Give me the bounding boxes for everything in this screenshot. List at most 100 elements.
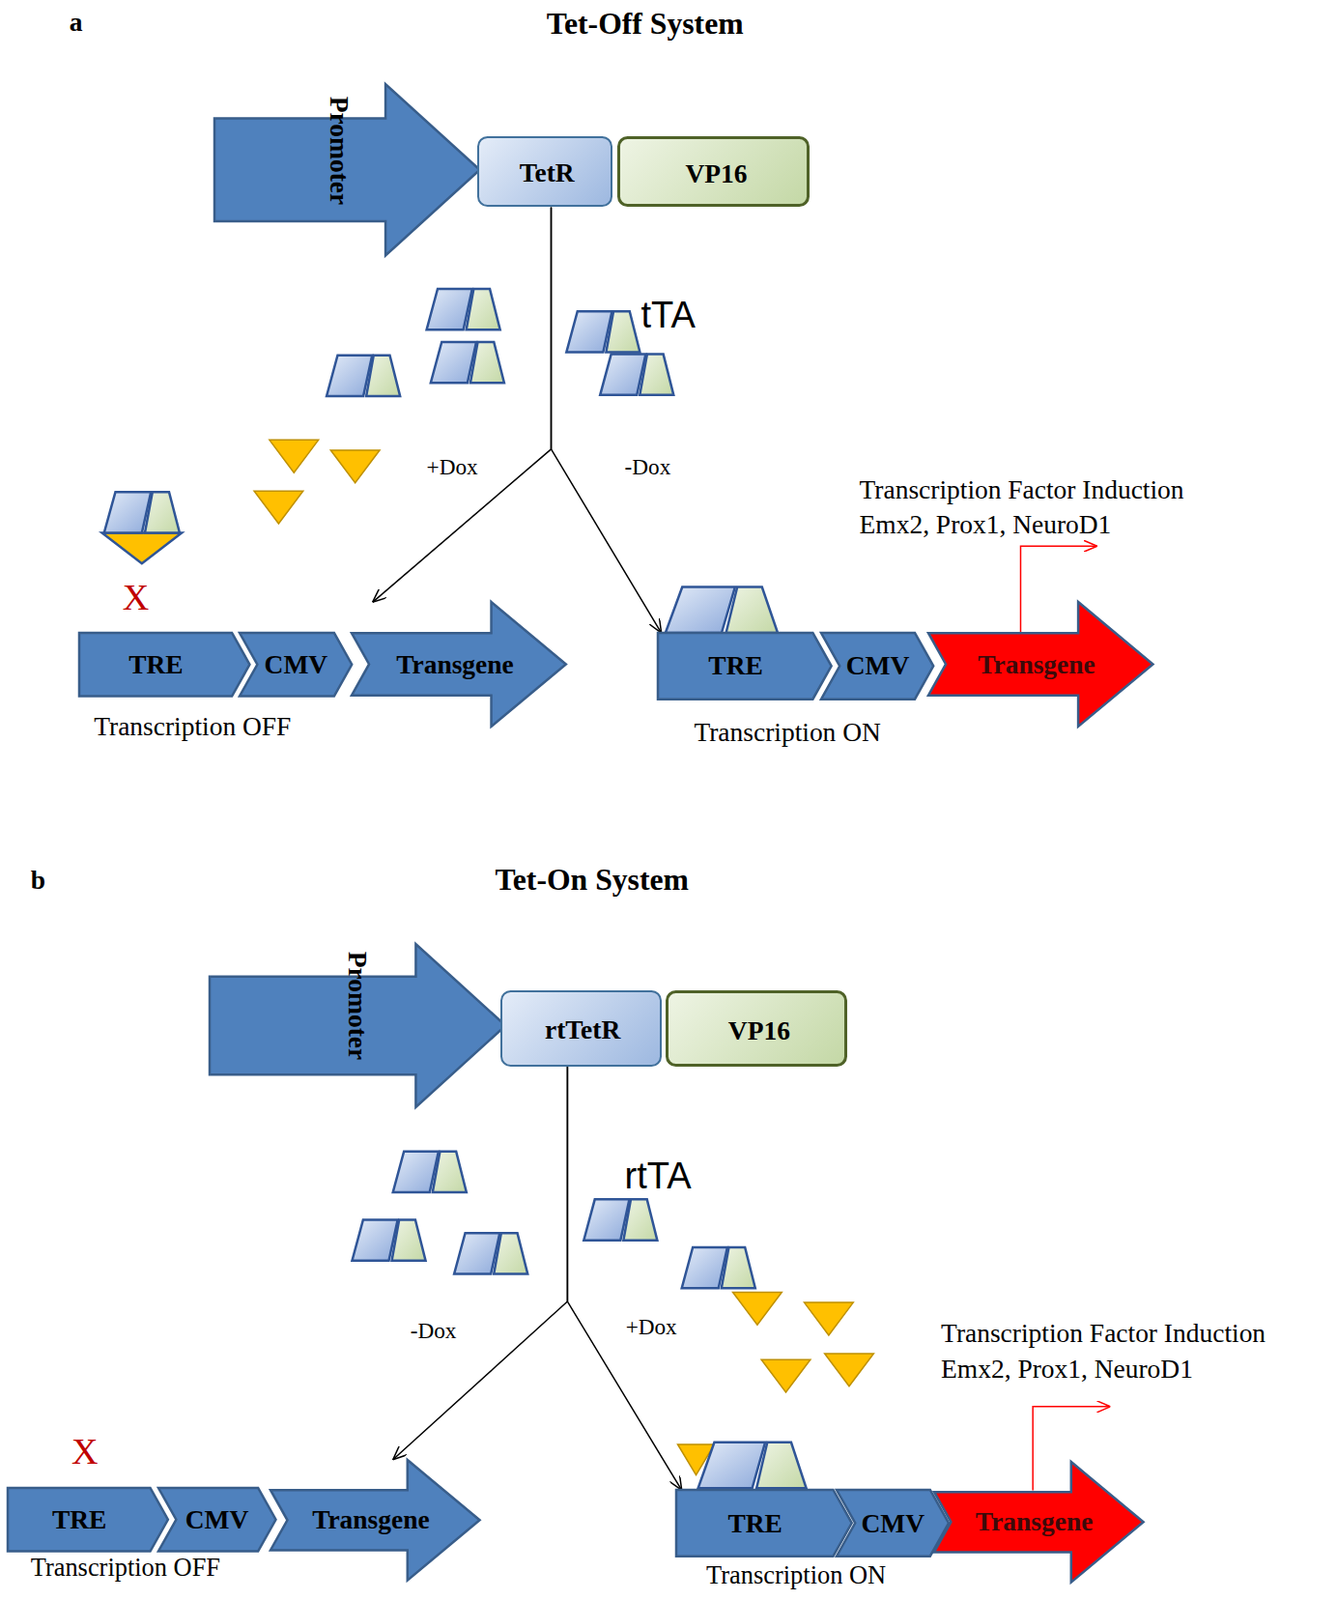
pathway-arrow [551, 206, 662, 633]
cmv-element: CMV [158, 1487, 276, 1552]
vp16-domain [466, 288, 501, 330]
annotation: a [69, 7, 84, 37]
node-shape [239, 632, 352, 697]
transgene-arrow: Transgene [351, 601, 567, 727]
tetr-domain [430, 341, 477, 383]
node-label: Promoter [324, 96, 354, 205]
cmv-element: CMV [836, 1489, 949, 1557]
tetr-domain [351, 1220, 398, 1261]
annotation: Transcription Factor Induction [940, 1318, 1266, 1348]
activator-glyph [326, 355, 400, 397]
tetr-domain [583, 1198, 629, 1240]
transgene-arrow: Transgene [270, 1459, 481, 1581]
promoter-arrow: Promoter [214, 84, 481, 256]
activator-glyph [426, 288, 501, 330]
annotation: Transcription Factor Induction [859, 475, 1185, 505]
condition-label: -Dox [625, 455, 672, 481]
tetr-domain [104, 491, 151, 533]
node-shape [270, 1459, 481, 1581]
node-label: TRE [52, 1505, 107, 1535]
node-shape [79, 632, 250, 697]
activator-glyph [698, 1442, 807, 1489]
condition-label: +Dox [426, 455, 479, 481]
marker-label: rtTA [625, 1156, 692, 1197]
node-shape [209, 943, 506, 1108]
tetr-domain [566, 311, 612, 352]
activator-glyph [599, 354, 674, 396]
vp16-domain [639, 354, 674, 396]
tre-element: TRE [79, 632, 250, 697]
tetr-domain [599, 354, 646, 396]
node-shape [351, 601, 567, 727]
tetr-domain [698, 1442, 766, 1489]
activator-glyph [682, 1247, 756, 1288]
node-label: CMV [846, 651, 911, 681]
condition-label: -Dox [410, 1318, 457, 1344]
vp16-box: VP16 [617, 136, 810, 208]
vp16-box: VP16 [665, 990, 848, 1067]
node-shape [836, 1489, 949, 1557]
node-label: TRE [708, 651, 763, 681]
cmv-element: CMV [239, 632, 352, 697]
transgene-arrow-active: Transgene [928, 601, 1153, 727]
vp16-domain [432, 1151, 467, 1193]
vp16-domain [366, 355, 400, 397]
tetr-domain [326, 355, 372, 397]
panel-title: Tet-On System [495, 863, 689, 898]
vp16-domain [493, 1232, 528, 1274]
dox-triangle [102, 532, 182, 564]
node-label: Promoter [342, 951, 372, 1060]
marker-label: X [122, 577, 149, 619]
panel-title: Tet-Off System [546, 7, 744, 42]
annotation: Emx2, Prox1, NeuroD1 [940, 1354, 1194, 1384]
node-label: Transgene [396, 650, 514, 680]
activator-glyph [104, 491, 180, 533]
node-label: TRE [128, 650, 183, 680]
annotation: b [30, 865, 46, 895]
node-shape [657, 632, 832, 700]
vp16-domain [623, 1198, 657, 1240]
tetr-domain [393, 1151, 439, 1193]
vp16-domain [144, 491, 180, 533]
node-label: Transgene [977, 650, 1096, 680]
rttetr-box: rtTetR [500, 990, 662, 1067]
dox-triangle [733, 1292, 783, 1326]
node-shape [214, 84, 481, 256]
dox-triangle [330, 450, 380, 484]
dox-triangle [269, 439, 319, 473]
node-shape [934, 1461, 1144, 1583]
marker-label: X [71, 1431, 98, 1473]
vp16-domain [756, 1442, 807, 1489]
vp16-domain [726, 586, 778, 633]
node-label: Transgene [312, 1505, 430, 1535]
activator-glyph [454, 1232, 528, 1274]
node-label: CMV [861, 1508, 926, 1538]
promoter-arrow: Promoter [209, 943, 506, 1108]
tetr-domain [426, 288, 473, 330]
tre-element: TRE [676, 1489, 853, 1557]
tre-element: TRE [7, 1487, 169, 1552]
pathway-arrow [567, 1066, 682, 1490]
dox-triangle [824, 1353, 875, 1387]
pathway-arrow [393, 1066, 569, 1460]
node-shape [7, 1487, 169, 1552]
activator-glyph [665, 586, 778, 633]
transgene-arrow-active: Transgene [934, 1461, 1144, 1583]
node-label: VP16 [684, 159, 747, 189]
pathway-arrow [372, 206, 552, 602]
activator-glyph [351, 1220, 426, 1261]
node-shape [928, 601, 1153, 727]
activator-glyph [566, 311, 640, 352]
vp16-domain [605, 311, 640, 352]
activator-glyph [583, 1198, 657, 1240]
node-label: TRE [727, 1508, 782, 1538]
node-label: CMV [264, 650, 329, 680]
dox-triangle [804, 1302, 854, 1336]
tetr-domain [665, 586, 736, 633]
node-label: rtTetR [544, 1015, 621, 1045]
activator-glyph [393, 1151, 467, 1193]
marker-label: tTA [640, 295, 695, 337]
node-label: CMV [185, 1505, 250, 1535]
vp16-domain [721, 1247, 756, 1288]
